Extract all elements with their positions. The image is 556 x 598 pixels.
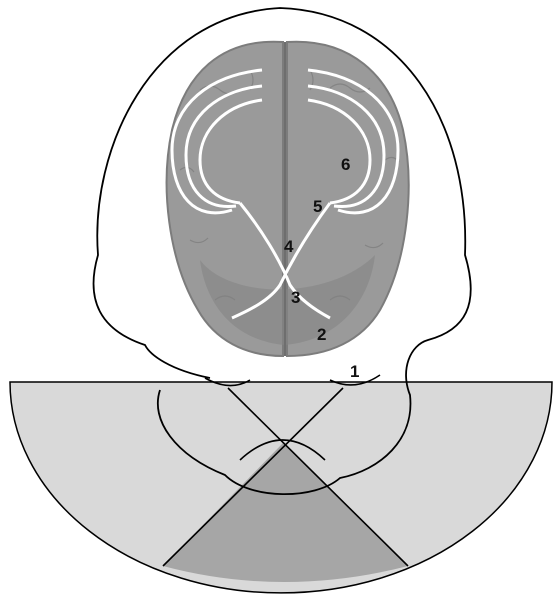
label-4: 4 bbox=[284, 237, 294, 256]
label-3: 3 bbox=[291, 288, 300, 307]
label-6: 6 bbox=[341, 155, 350, 174]
label-2: 2 bbox=[317, 325, 326, 344]
label-5: 5 bbox=[313, 197, 322, 216]
brain bbox=[167, 42, 409, 356]
label-1: 1 bbox=[350, 362, 359, 381]
